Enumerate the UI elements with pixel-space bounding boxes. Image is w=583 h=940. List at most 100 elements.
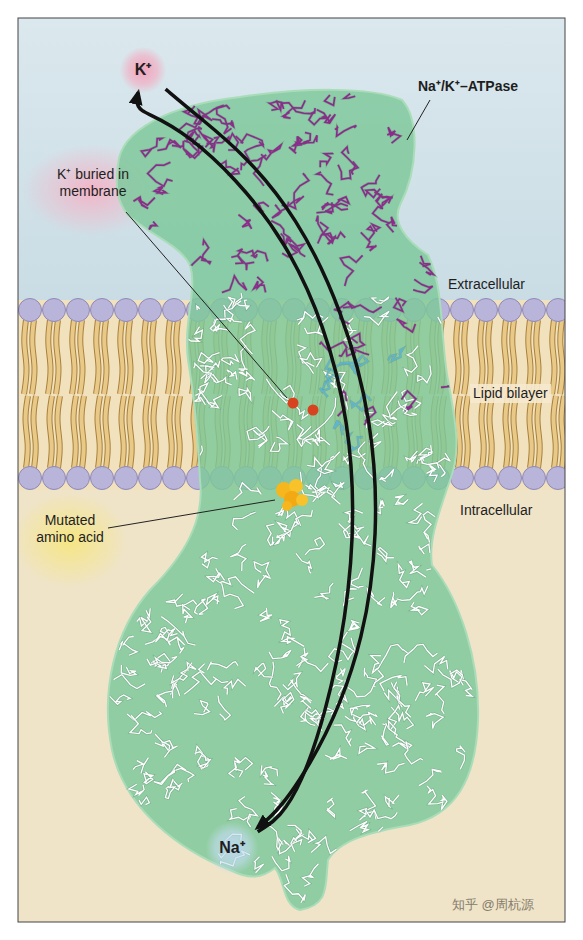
backbone-stick [149,222,157,230]
lipid-tail [24,320,27,394]
lipid-tail [169,396,172,468]
backbone-stick [413,279,433,292]
backbone-stick [283,510,313,536]
backbone-stick [424,656,447,672]
lipid-tail [80,320,83,394]
backbone-stick [269,650,291,658]
backbone-stick [398,401,417,416]
backbone-stick [377,548,394,562]
backbone-stick [334,725,352,746]
backbone-stick [398,565,409,588]
backbone-stick [317,110,336,123]
backbone-stick [235,293,249,309]
backbone-stick [165,779,174,798]
backbone-stick [272,410,293,430]
lipid-tail [153,396,156,468]
lipid-tail [120,320,123,394]
lipid-tail [456,320,459,394]
lipid-tail [560,320,563,394]
backbone-stick [296,133,310,145]
backbone-stick [420,445,433,460]
backbone-stick [334,725,352,746]
backbone-stick [129,784,144,795]
backbone-stick [236,134,263,146]
backbone-stick [372,297,389,304]
lipid-tail [553,396,556,468]
lipid-tail [129,396,132,468]
lipid-tail [464,320,467,394]
label-text: Na⁺/K⁺–ATPase [418,78,518,95]
backbone-stick [411,602,427,614]
backbone-stick [322,203,349,210]
backbone-stick [332,482,345,504]
backbone-stick [207,568,224,581]
backbone-stick [254,562,270,577]
lipid-tail [32,320,35,394]
lipid-tail [537,396,540,468]
backbone-stick [351,393,371,411]
backbone-stick [305,537,324,554]
lipid-head [523,467,546,490]
backbone-stick [350,821,368,832]
backbone-stick [365,809,397,819]
lipid-head [43,467,66,490]
backbone-stick [334,420,344,435]
backbone-stick [364,311,389,325]
backbone-stick [350,821,368,832]
lipid-tail [128,320,131,394]
backbone-stick [405,346,418,377]
backbone-stick [457,746,466,770]
backbone-stick [397,586,428,600]
backbone-stick [426,569,431,570]
backbone-stick [361,232,377,250]
backbone-stick [200,446,202,456]
lipid-tail [72,320,75,394]
lipid-tail [144,320,147,394]
backbone-stick [240,322,255,354]
backbone-stick [348,670,383,696]
lipid-tail [33,396,36,468]
backbone-stick [388,348,403,360]
lipid-tail [457,396,460,468]
backbone-stick [144,772,153,784]
lipid-tail [480,320,483,394]
backbone-stick [351,568,363,588]
backbone-stick [148,162,173,186]
backbone-stick [409,561,425,577]
backbone-stick [234,483,262,500]
backbone-stick [361,790,375,810]
label-text: 知乎 @周杭源 [452,897,534,913]
lipid-tail [104,320,107,394]
backbone-stick [133,197,154,208]
lipid-tail [97,396,100,468]
lipid-tail [81,396,84,468]
ion-label: Na⁺ [219,838,244,857]
lipid-head [499,467,522,490]
atpase-protein [108,90,478,910]
ion-flow-arrow [137,93,353,832]
backbone-stick [157,691,173,707]
backbone-stick [139,797,149,805]
backbone-stick [372,420,392,427]
backbone-stick [260,608,272,621]
lipid-tail [488,320,491,394]
backbone-stick [367,224,379,240]
backbone-stick [200,446,202,456]
backbone-stick [351,568,363,588]
backbone-stick [322,203,349,210]
backbone-stick [157,140,181,151]
backbone-stick [194,392,209,405]
backbone-stick [427,786,443,804]
lipid-tail [72,320,75,394]
backbone-stick [183,605,192,623]
backbone-stick [378,827,383,832]
backbone-stick [361,232,377,250]
backbone-stick [144,772,153,784]
backbone-stick [212,119,233,127]
lipid-tail [176,320,179,394]
backbone-stick [426,713,443,728]
lipid-tail [73,396,76,468]
lipid-tail [529,396,532,468]
backbone-stick [222,276,247,293]
lipid-head [115,467,138,490]
